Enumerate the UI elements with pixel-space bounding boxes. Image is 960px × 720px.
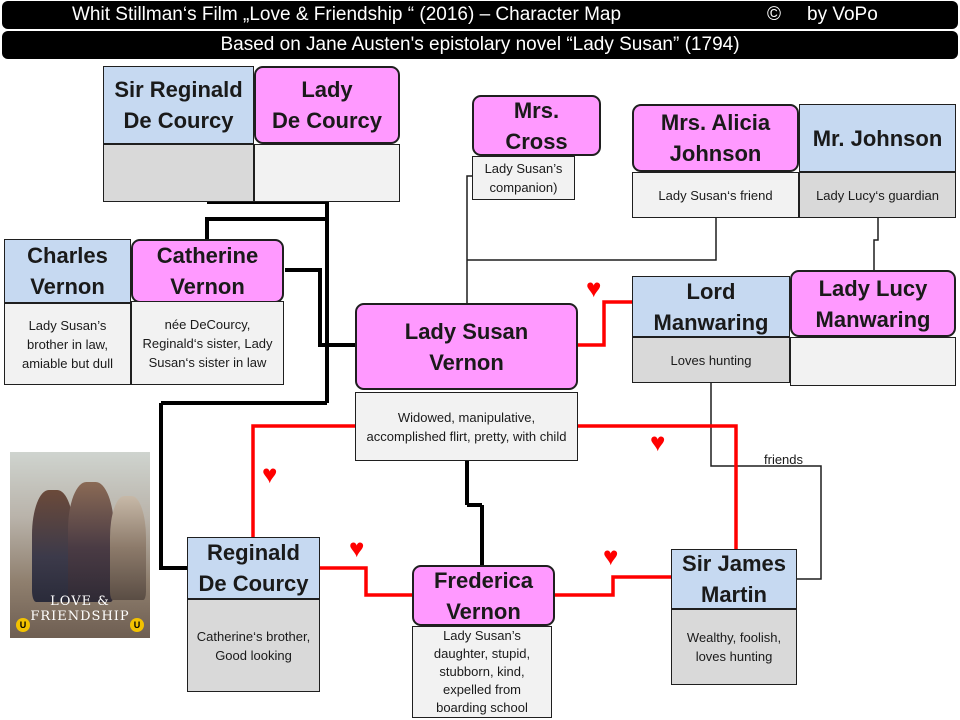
family-line-catherine-susan	[285, 268, 355, 347]
map-title: Whit Stillman‘s Film „Love & Friendship …	[72, 4, 622, 25]
charles-vernon-desc: Lady Susan’s brother in law, amiable but…	[4, 303, 131, 385]
reginald-name: Reginald De Courcy	[187, 537, 320, 599]
age-rating-badge: U	[130, 618, 144, 632]
author-credit: by VoPo	[807, 4, 878, 25]
mr-johnson-desc: Lady Lucy‘s guardian	[799, 172, 956, 218]
age-rating-badge: U	[16, 618, 30, 632]
sir-james-desc: Wealthy, foolish, loves hunting	[671, 609, 797, 685]
romance-line-frederica-james	[555, 575, 671, 597]
sir-reginald-name: Sir Reginald De Courcy	[103, 66, 254, 144]
sir-reginald-desc	[103, 144, 254, 202]
heart-icon: ♥	[262, 459, 278, 489]
subtitle-bar: Based on Jane Austen's epistolary novel …	[2, 31, 958, 59]
frederica-desc: Lady Susan’s daughter, stupid, stubborn,…	[412, 626, 552, 718]
mrs-alicia-johnson-desc: Lady Susan‘s friend	[632, 172, 799, 218]
heart-icon: ♥	[603, 541, 619, 571]
romance-line-reginald-frederica	[320, 566, 412, 597]
family-line-parents	[205, 200, 329, 239]
lady-susan-desc: Widowed, manipulative, accomplished flir…	[355, 392, 578, 461]
reginald-desc: Catherine‘s brother, Good looking	[187, 599, 320, 692]
mrs-cross-desc: Lady Susan’s companion)	[472, 156, 575, 200]
poster-figure	[110, 496, 146, 600]
sir-james-name: Sir James Martin	[671, 549, 797, 609]
mr-johnson-name: Mr. Johnson	[799, 104, 956, 172]
heart-icon: ♥	[650, 427, 666, 457]
mrs-alicia-johnson-name: Mrs. Alicia Johnson	[632, 104, 799, 172]
link-mr-johnson	[873, 218, 879, 270]
lady-lucy-name: Lady Lucy Manwaring	[790, 270, 956, 337]
romance-line-susan-reginald	[251, 424, 355, 537]
catherine-vernon-desc: née DeCourcy, Reginald‘s sister, Lady Su…	[131, 301, 284, 385]
romance-line-susan-manwaring	[578, 300, 632, 347]
heart-icon: ♥	[349, 533, 365, 563]
romance-line-susan-james	[578, 424, 738, 549]
lady-susan-name: Lady Susan Vernon	[355, 303, 578, 390]
lady-lucy-desc	[790, 337, 956, 386]
catherine-vernon-name: Catherine Vernon	[131, 239, 284, 303]
frederica-name: Frederica Vernon	[412, 565, 555, 626]
family-line-reginald	[159, 403, 187, 570]
heart-icon: ♥	[586, 273, 602, 303]
lord-manwaring-name: Lord Manwaring	[632, 276, 790, 337]
lord-manwaring-desc: Loves hunting	[632, 337, 790, 383]
poster-figure	[32, 490, 74, 602]
friends-label: friends	[764, 452, 804, 467]
lady-de-courcy-desc	[254, 144, 400, 202]
copyright-symbol: ©	[767, 4, 781, 25]
film-poster-image: LOVE & FRIENDSHIP U U	[10, 452, 150, 638]
charles-vernon-name: Charles Vernon	[4, 239, 131, 303]
title-bar: Whit Stillman‘s Film „Love & Friendship …	[2, 1, 958, 29]
poster-title: LOVE & FRIENDSHIP	[30, 594, 130, 624]
lady-de-courcy-name: Lady De Courcy	[254, 66, 400, 144]
link-friends	[710, 383, 822, 580]
map-subtitle: Based on Jane Austen's epistolary novel …	[220, 34, 740, 55]
mrs-cross-name: Mrs. Cross	[472, 95, 601, 156]
link-alicia	[467, 218, 717, 261]
poster-figure	[68, 482, 114, 602]
